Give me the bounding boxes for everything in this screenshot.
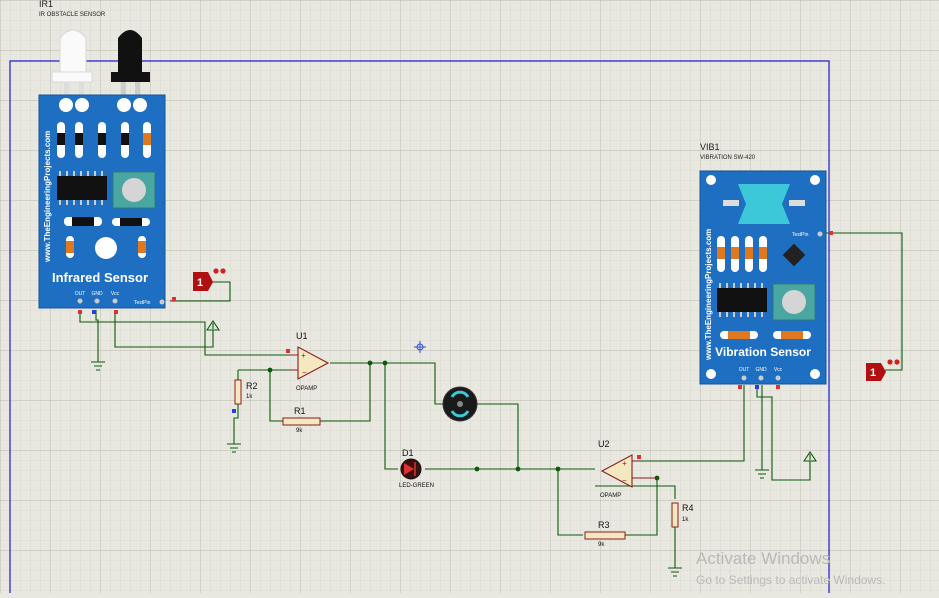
r4-ref-label: R4: [682, 503, 694, 513]
vib-pin-gnd-label: GND: [755, 367, 767, 373]
ground-symbols: [91, 361, 769, 577]
opamp-u2[interactable]: + − U2 OPAMP: [598, 439, 657, 499]
led-d1[interactable]: D1 LED-GREEN: [399, 448, 434, 489]
ir-ref-label: IR1: [39, 0, 53, 9]
ir-sensor[interactable]: IR1 IR OBSTACLE SENSOR: [38, 0, 176, 314]
vib-site-label: www.TheEngineeringProjects.com: [704, 229, 713, 361]
r2-ref-label: R2: [246, 381, 258, 391]
r4-value-label: 1k: [682, 517, 689, 523]
r3-ref-label: R3: [598, 520, 610, 530]
vib-testpin-label: TestPin: [792, 232, 809, 238]
resistor-r3[interactable]: R3 9k: [584, 520, 626, 548]
r3-value-label: 9k: [598, 542, 605, 548]
u1-type-label: OPAMP: [296, 386, 317, 392]
resistor-r4[interactable]: R4 1k: [671, 502, 694, 528]
vib-pin-vcc-label: Vcc: [774, 367, 783, 373]
u1-ref-label: U1: [296, 331, 308, 341]
svg-text:+: +: [301, 351, 306, 360]
logic-probe-1-value: 1: [197, 277, 203, 289]
ir-type-label: IR OBSTACLE SENSOR: [39, 12, 106, 18]
junctions: [267, 360, 660, 481]
ir-testpin-label: TestPin: [134, 300, 151, 306]
dc-motor[interactable]: [442, 386, 478, 422]
vib-comparator-ic: [717, 283, 767, 317]
ir-pin-vcc-label: Vcc: [111, 291, 120, 297]
ir-receiver-led-icon: [118, 30, 142, 72]
d1-type-label: LED-GREEN: [399, 483, 434, 489]
r2-value-label: 1k: [246, 394, 253, 400]
ir-site-label: www.TheEngineeringProjects.com: [43, 131, 52, 263]
wires: [79, 232, 903, 568]
vib-pin-out-label: OUT: [739, 367, 750, 373]
r1-value-label: 9k: [296, 428, 303, 434]
d1-ref-label: D1: [402, 448, 414, 458]
vib-board-title: Vibration Sensor: [715, 345, 811, 359]
ir-pin-out-label: OUT: [75, 291, 86, 297]
logic-state-probe-2[interactable]: 1: [866, 359, 900, 381]
ir-emitter-led-icon: [59, 29, 87, 73]
opamp-u1[interactable]: + − U1 OPAMP: [286, 331, 330, 392]
u2-ref-label: U2: [598, 439, 610, 449]
svg-text:−: −: [622, 476, 627, 485]
vib-smd-resistors: [717, 236, 767, 272]
u2-type-label: OPAMP: [600, 493, 621, 499]
ir-pin-gnd-label: GND: [91, 291, 103, 297]
svg-text:−: −: [302, 368, 307, 377]
svg-text:+: +: [622, 459, 627, 468]
vib-type-label: VIBRATION SW-420: [700, 155, 756, 161]
sheet-border: [9, 60, 830, 598]
crosshair-marker: [414, 341, 426, 353]
resistor-r2[interactable]: R2 1k: [232, 379, 258, 413]
logic-probe-2-value: 1: [870, 367, 876, 379]
logic-state-probe-1[interactable]: 1: [193, 268, 226, 291]
ir-board-title: Infrared Sensor: [52, 270, 148, 285]
r1-ref-label: R1: [294, 406, 306, 416]
ir-comparator-ic: [57, 171, 107, 205]
vibration-sensor[interactable]: VIB1 VIBRATION SW-420 TestPin www.TheEng…: [699, 142, 833, 389]
ir-smd-resistors: [57, 122, 151, 158]
power-symbols: [205, 320, 818, 462]
vib-ref-label: VIB1: [700, 142, 720, 152]
resistor-r1[interactable]: R1 9k: [282, 406, 321, 434]
vibration-switch: [723, 184, 805, 224]
